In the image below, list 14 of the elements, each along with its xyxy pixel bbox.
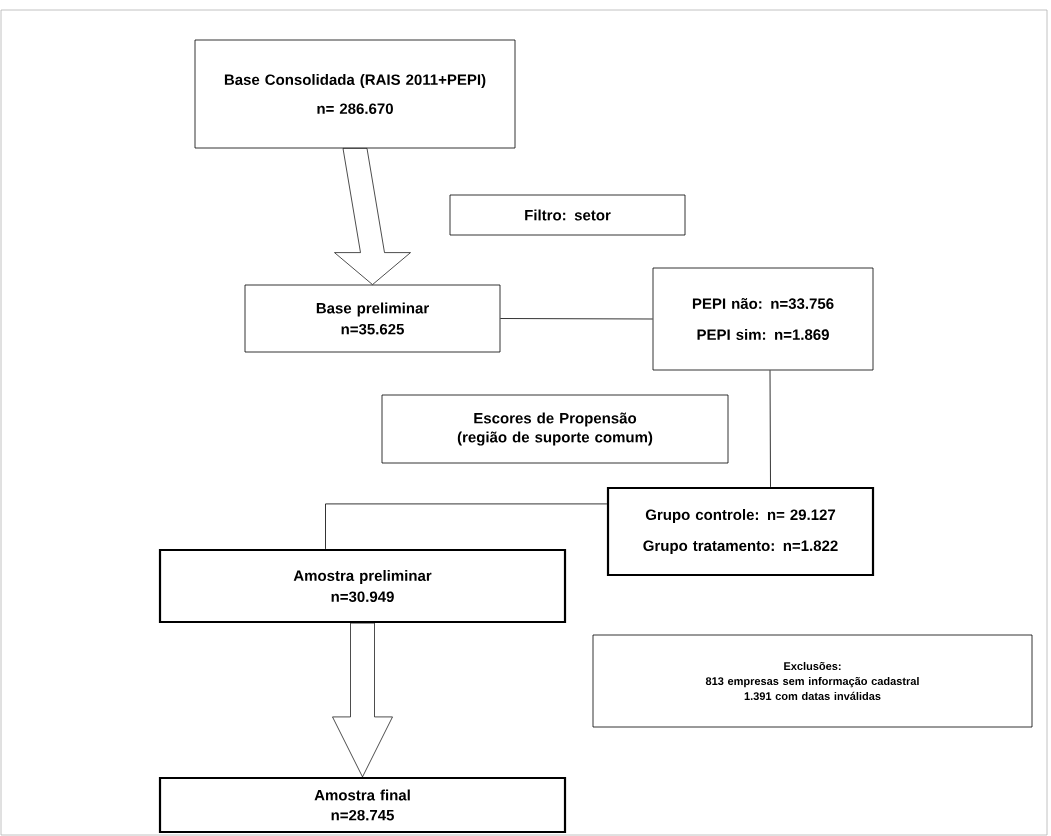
process-box: Amostra preliminar n=30.949 bbox=[158, 548, 567, 624]
process-box: PEPI não: n=33.756 PEPI sim: n=1.869 bbox=[652, 267, 874, 371]
process-box: Base preliminar n=35.625 bbox=[244, 284, 501, 353]
process-box: Filtro: setor bbox=[449, 194, 686, 236]
process-box: Base Consolidada (RAIS 2011+PEPI) n= 286.670 bbox=[194, 39, 516, 149]
connector-line bbox=[769, 370, 771, 488]
process-box: Escores de Propensão (região de suporte comum) bbox=[381, 394, 729, 464]
block-arrow bbox=[334, 148, 411, 285]
process-box: Amostra final n=28.745 bbox=[158, 776, 567, 834]
process-box: Grupo controle: n= 29.127 Grupo tratamento: n=1.822 bbox=[606, 486, 875, 577]
connector-line bbox=[500, 318, 653, 320]
block-arrow bbox=[332, 622, 393, 778]
note-box: Exclusões: 813 empresas sem informação cadastral 1.391 com datas inválidas bbox=[592, 634, 1033, 728]
connector-line bbox=[325, 503, 608, 550]
